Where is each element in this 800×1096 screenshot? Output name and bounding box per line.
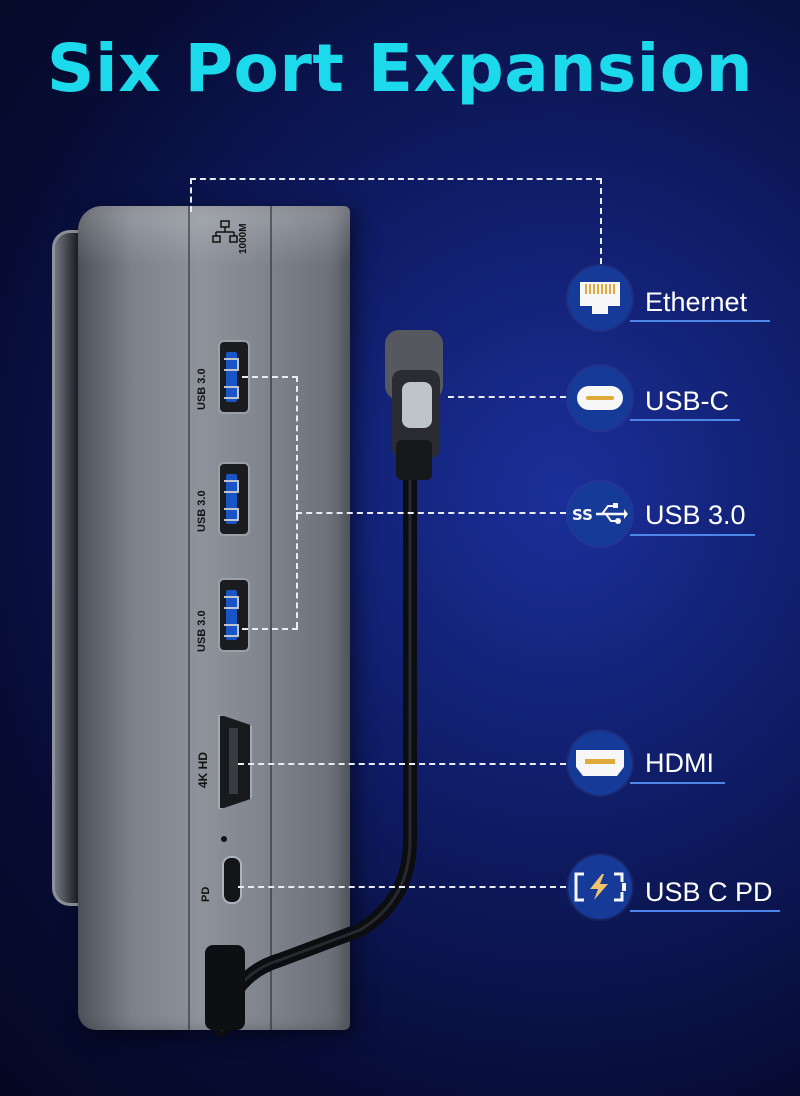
ethernet-line-left bbox=[190, 178, 192, 212]
usb-c-icon bbox=[577, 386, 623, 410]
usb-line-1 bbox=[242, 376, 298, 378]
ethernet-port-icon bbox=[580, 282, 620, 314]
pd-line bbox=[238, 886, 566, 888]
ethernet-line-right bbox=[600, 178, 602, 264]
ethernet-underline bbox=[630, 320, 770, 322]
ethernet-label: Ethernet bbox=[645, 287, 748, 317]
usb-c-line bbox=[448, 396, 566, 398]
usb-c-underline bbox=[630, 419, 740, 421]
hdmi-underline bbox=[630, 782, 725, 784]
ethernet-line-top bbox=[190, 178, 602, 180]
usb-c-pd-label: USB C PD bbox=[645, 877, 773, 907]
lan-icon bbox=[212, 220, 238, 243]
usb-port-3 bbox=[218, 578, 250, 652]
hdmi-label: HDMI bbox=[645, 748, 714, 778]
usb-line-main bbox=[296, 512, 566, 514]
usb-c-pd-badge bbox=[568, 855, 632, 919]
ethernet-badge bbox=[568, 266, 632, 330]
svg-text:SS: SS bbox=[572, 506, 593, 524]
usb-line-vertical bbox=[296, 376, 298, 628]
usb-3-underline bbox=[630, 534, 755, 536]
usb-c-label: USB-C bbox=[645, 386, 730, 416]
hdmi-line bbox=[238, 763, 566, 765]
status-led bbox=[221, 836, 227, 842]
usb-3-badge: SS bbox=[568, 482, 632, 546]
page-title: Six Port Expansion bbox=[46, 30, 754, 107]
usb-hub: 1000M USB 3.0 USB 3.0 USB 3.0 4K HD PD bbox=[78, 206, 350, 1030]
power-delivery-icon bbox=[574, 872, 626, 902]
usb-3-label: USB 3.0 bbox=[645, 500, 746, 530]
usb-c-badge bbox=[568, 366, 632, 430]
hdmi-icon bbox=[576, 750, 624, 776]
usb-port-2 bbox=[218, 462, 250, 536]
usb-line-3 bbox=[242, 628, 298, 630]
hdmi-badge bbox=[568, 731, 632, 795]
usb-c-pd-underline bbox=[630, 910, 780, 912]
pd-port bbox=[222, 856, 242, 904]
ss-usb-icon: SS bbox=[572, 503, 628, 524]
